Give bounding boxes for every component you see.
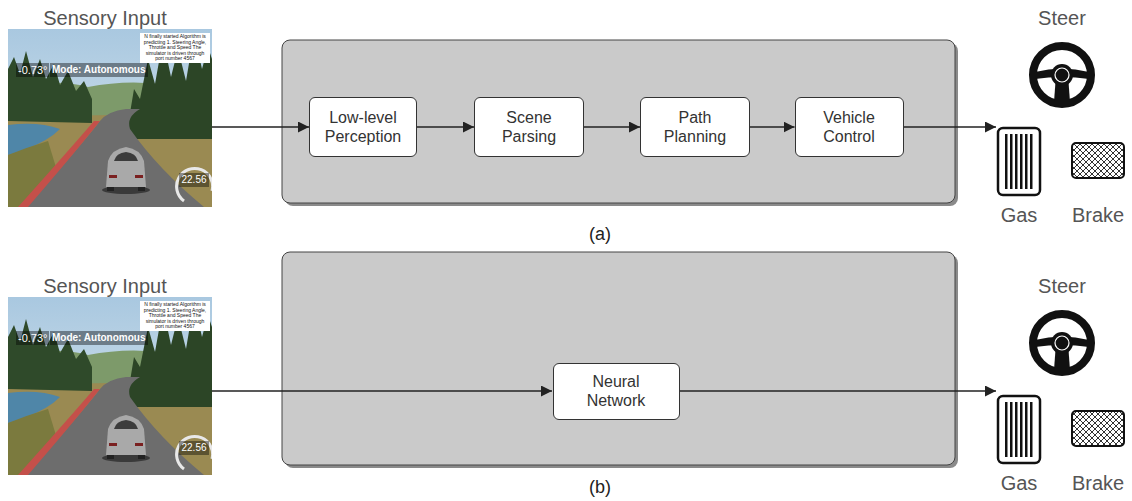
hud-mode: Mode: Autonomous [50, 63, 148, 77]
hud-speed: 22.56 [179, 441, 208, 455]
process-box: Low-level Perception [309, 97, 417, 157]
steering-wheel-icon [1033, 46, 1091, 104]
output-label: Gas [1001, 204, 1038, 227]
input-arrow [212, 126, 309, 128]
row-heading: Sensory Input [43, 275, 166, 298]
flow-arrow [417, 126, 474, 128]
panel-caption: (b) [589, 477, 611, 498]
box-text: Low-level Perception [318, 108, 408, 146]
panel-caption: (a) [589, 224, 611, 245]
box-text: Scene Parsing [483, 108, 575, 146]
output-arrow [680, 390, 996, 392]
hud-note: N finally started Algorithm is predictin… [140, 33, 210, 63]
hud-speed: 22.56 [179, 173, 208, 187]
process-box: Neural Network [553, 363, 680, 420]
gas-pedal-icon [998, 128, 1040, 195]
hud-angle: -0.73° [16, 331, 49, 346]
brake-pedal-icon [1072, 143, 1124, 178]
brake-pedal-icon [1072, 411, 1124, 446]
process-box: Vehicle Control [795, 97, 904, 157]
output-arrow [904, 126, 996, 128]
box-text: Path Planning [649, 108, 741, 146]
hud-mode: Mode: Autonomous [50, 331, 148, 345]
output-label: Gas [1001, 472, 1038, 495]
box-text: Vehicle Control [804, 108, 895, 146]
hud-angle: -0.73° [16, 63, 49, 78]
output-label: Brake [1072, 204, 1124, 227]
input-arrow [212, 390, 552, 392]
flow-arrow [584, 126, 640, 128]
flow-arrow [750, 126, 795, 128]
output-label: Brake [1072, 472, 1124, 495]
output-label: Steer [1038, 275, 1086, 298]
pipeline-panel [282, 40, 955, 203]
gas-pedal-icon [998, 396, 1040, 463]
simulator-screenshot [8, 297, 213, 475]
process-box: Scene Parsing [474, 97, 584, 157]
process-box: Path Planning [640, 97, 750, 157]
simulator-screenshot [8, 29, 213, 207]
pipeline-panel [282, 252, 955, 465]
hud-note: N finally started Algorithm is predictin… [140, 301, 210, 331]
steering-wheel-icon [1033, 314, 1091, 372]
output-label: Steer [1038, 7, 1086, 30]
box-text: Neural Network [562, 372, 671, 410]
row-heading: Sensory Input [43, 7, 166, 30]
